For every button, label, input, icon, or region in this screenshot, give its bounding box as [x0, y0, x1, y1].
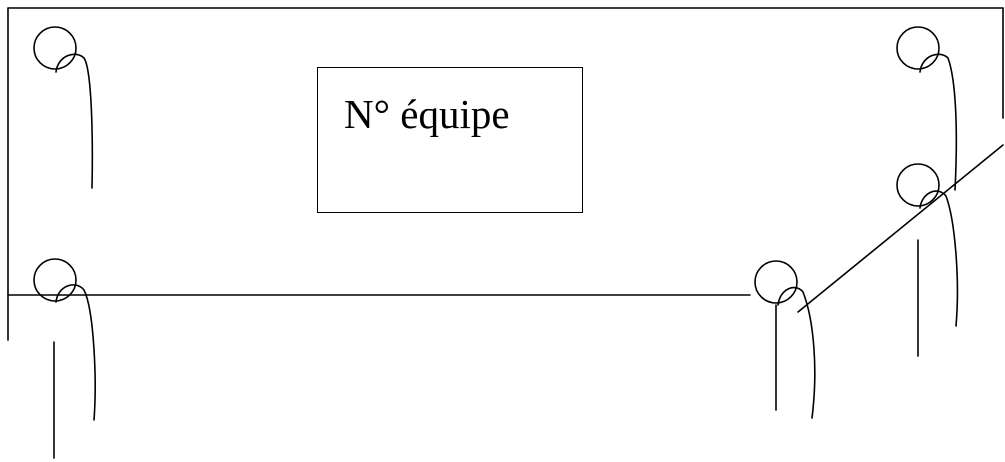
board-outline [7, 7, 1004, 341]
ring-circle [33, 258, 77, 302]
team-number-label: N° équipe [344, 91, 510, 137]
diagonal-line [797, 144, 1004, 313]
ring-tie-string [777, 286, 816, 419]
ring-top-right [896, 26, 958, 191]
team-number-box: N° équipe [317, 67, 583, 213]
ring-top-left [33, 26, 94, 189]
ring-middle-right [896, 163, 959, 357]
ring-bottom-left [33, 258, 96, 459]
ring-circle [754, 260, 798, 304]
ring-circle [896, 163, 940, 207]
ring-tie-string [919, 53, 958, 191]
ring-circle [896, 26, 940, 70]
ring-tie-string [919, 190, 959, 327]
ring-tie-string [55, 284, 96, 421]
ring-bottom-right [754, 260, 816, 419]
ring-circle [33, 26, 77, 70]
ring-tie-string [55, 53, 94, 189]
